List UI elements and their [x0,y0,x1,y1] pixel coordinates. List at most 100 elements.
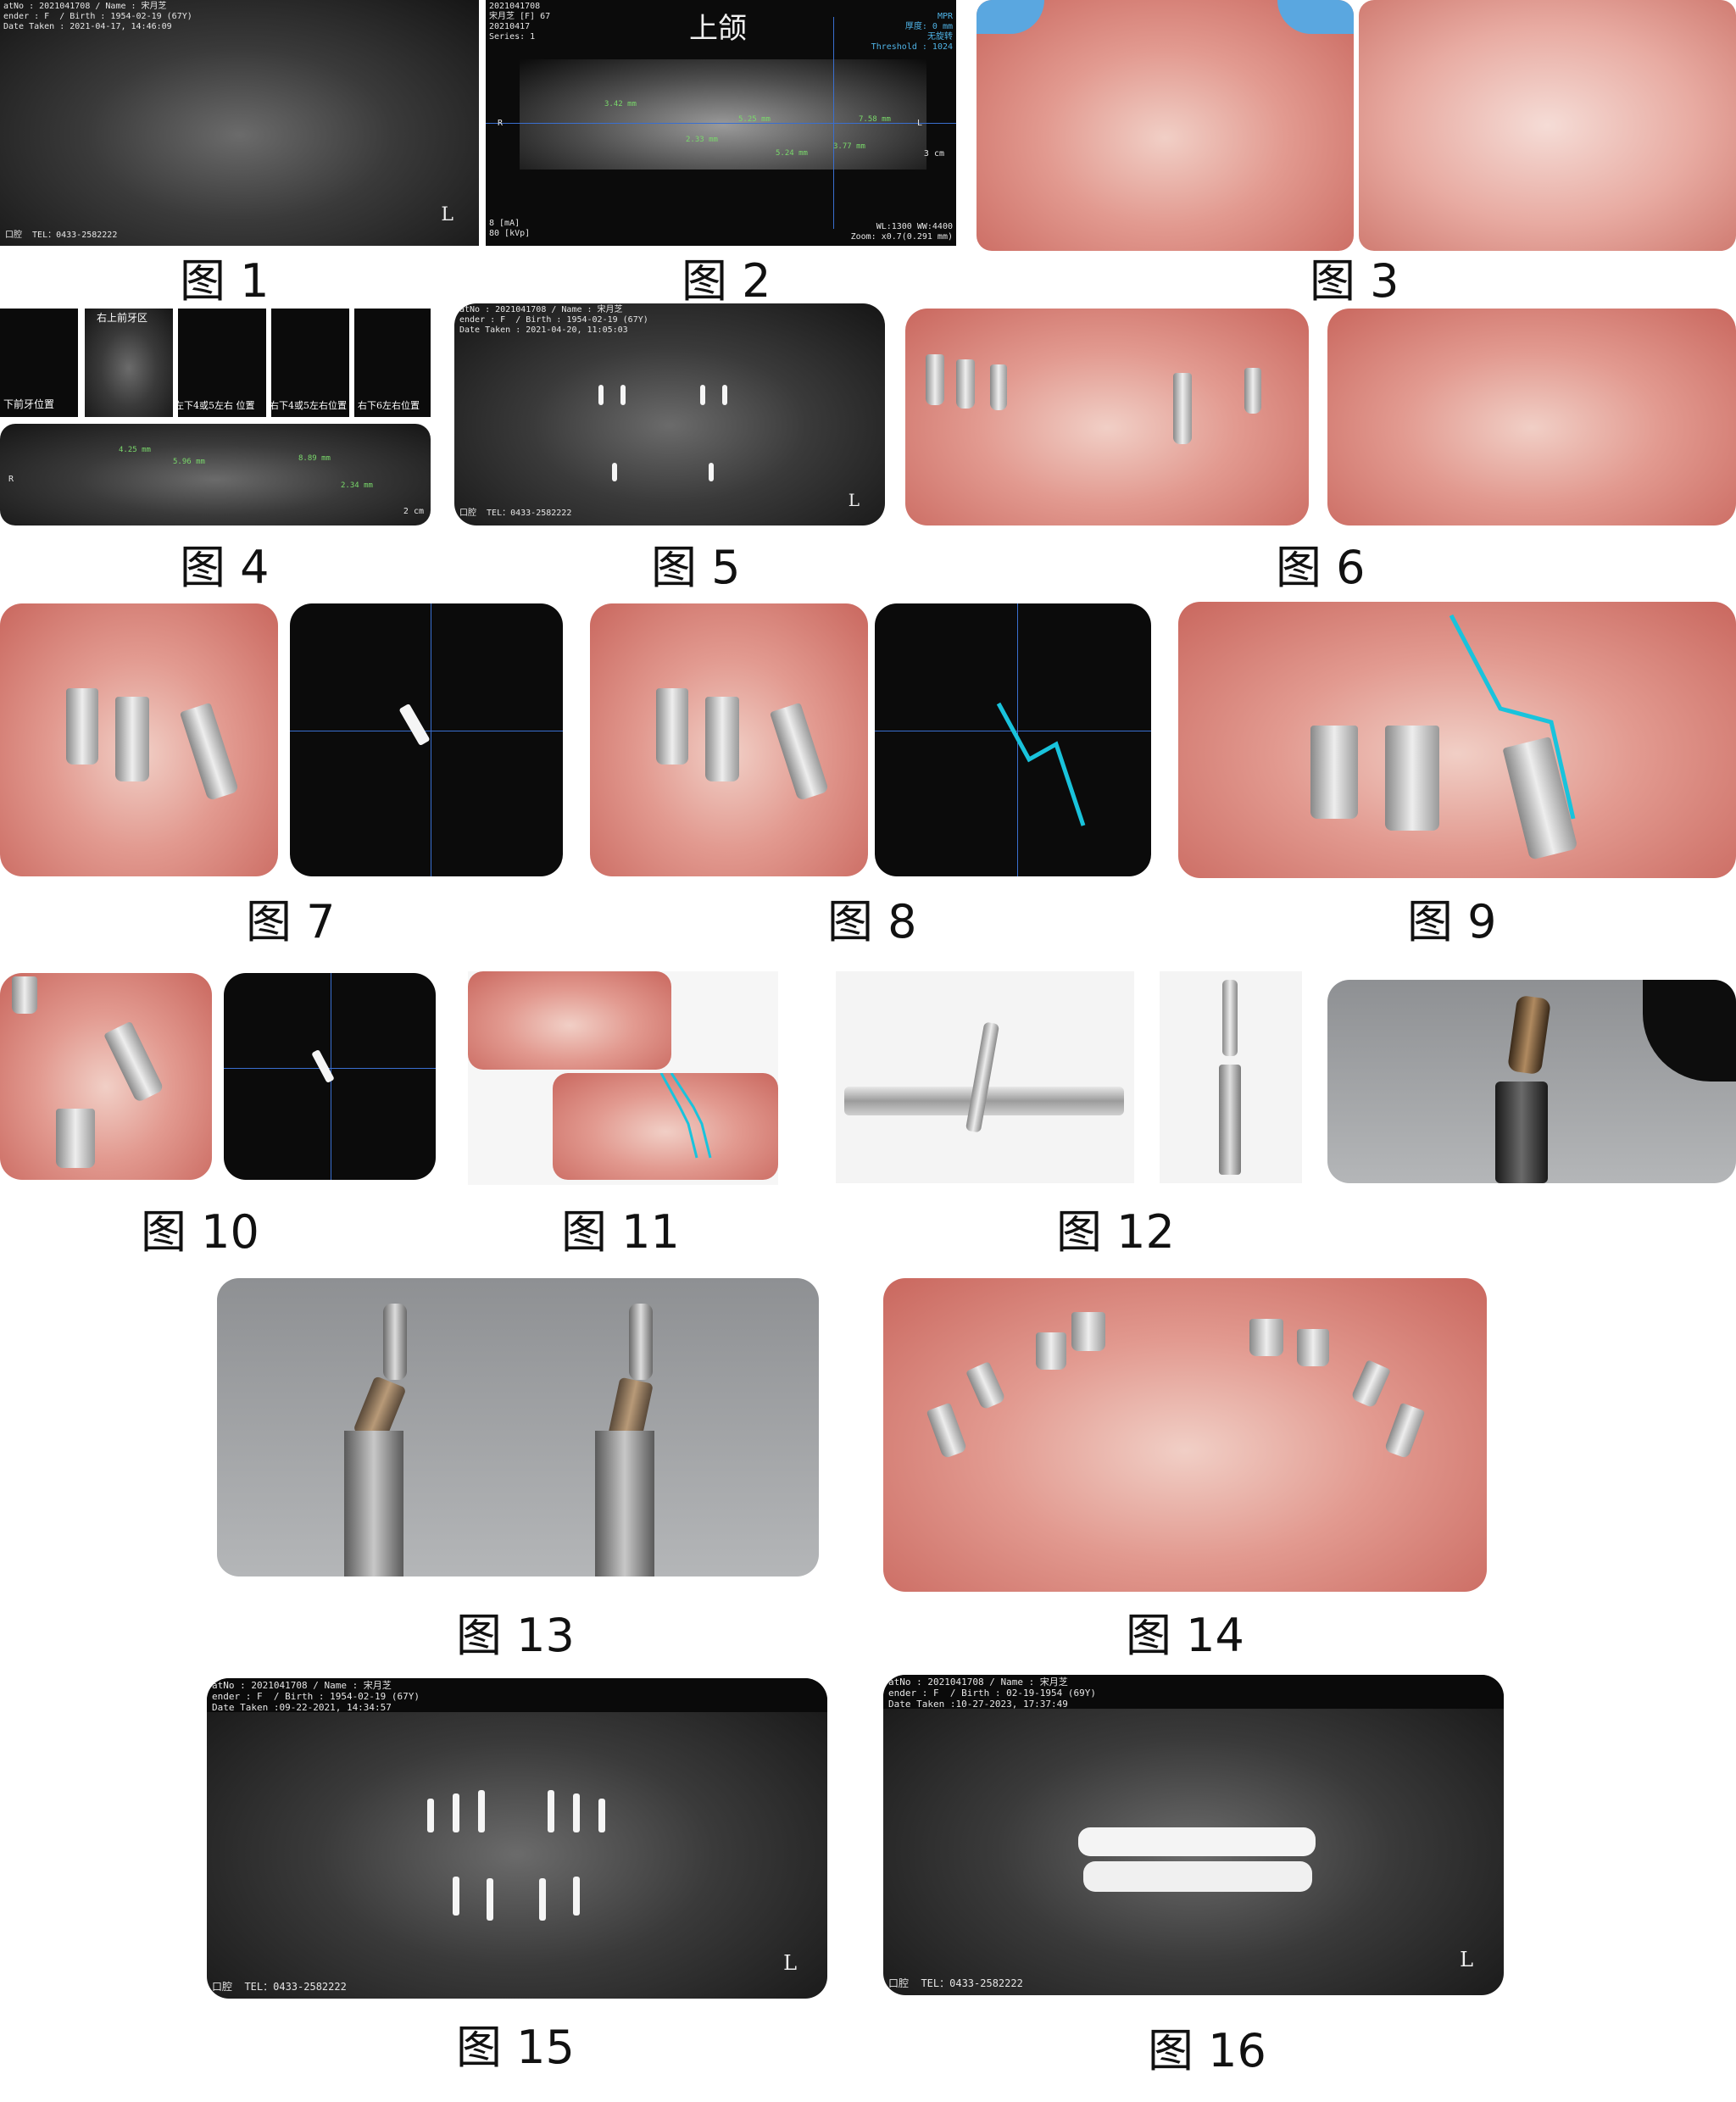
fig15-header-bar [207,1678,827,1712]
fig8-abutment [769,702,830,802]
fig1-footer-text: 口腔 TEL：0433-2582222 [5,231,118,240]
fig5-panoramic-xray: atNo : 2021041708 / Name : 宋月芝 ender : F… [454,303,885,526]
fig2-cbct-maxilla: 2021041708 宋月芝 [F] 67 20210417 Series: 1… [486,0,956,246]
fig16-side-marker: L [1460,1948,1473,1971]
fig15-implant [573,1877,580,1916]
fig9-caption: 图 9 [1407,895,1497,948]
fig2-measure: 7.58 mm [859,115,891,124]
fig12-photo-bending-tool [836,971,1134,1183]
fig2-measure: 2.33 mm [686,136,718,144]
fig5-implant [709,463,714,481]
fig16-lower-prosthesis [1083,1861,1312,1892]
fig11-photo-occlusal [468,971,671,1070]
fig4-cbct-collage: 下前牙位置 右上前牙区 左下4或5左右 位置 右下4或5左右位置 右下6左右位置… [0,309,431,526]
fig15-implant [573,1793,580,1832]
fig12-abutment-head [1506,994,1552,1076]
fig1-side-marker: L [441,204,453,225]
fig4-slice-2 [85,309,173,417]
fig6-photo-abutments-front [905,309,1309,526]
fig3-glove-right [1277,0,1354,34]
fig16-panoramic-xray: atNo : 2021041708 / Name : 宋月芝 ender : F… [883,1675,1504,1995]
fig15-header-text: atNo : 2021041708 / Name : 宋月芝 ender : F… [212,1680,420,1713]
fig10-abutment [103,1020,164,1104]
fig6-abutment [990,364,1007,410]
fig5-implant [700,385,705,405]
fig16-upper-prosthesis [1078,1827,1316,1856]
fig8-abutment [656,688,688,765]
fig2-measure: 3.77 mm [833,142,865,151]
fig1-header-text: atNo : 2021041708 / Name : 宋月芝 ender : F… [3,2,192,31]
fig6-abutment [1244,368,1261,414]
fig2-title: 上颌 [689,12,747,46]
fig12-photo-abutment-closeup [1327,980,1736,1183]
fig13-abutment-left-shaft [344,1431,403,1576]
fig14-abutment [1036,1332,1066,1370]
fig13-photo-abutments-compare [217,1278,819,1576]
fig2-bone-section [520,59,926,170]
fig8-caption: 图 8 [827,895,917,948]
fig14-photo-occlusal-final [883,1278,1487,1592]
fig4-measure: 2.34 mm [341,481,373,490]
fig13-abutment-left-top [383,1304,407,1380]
fig6-caption: 图 6 [1276,541,1366,594]
fig7-abutment [115,697,149,781]
fig4-label: 右上前牙区 [97,312,148,324]
fig13-abutment-right-shaft [595,1431,654,1576]
fig15-panoramic-xray: atNo : 2021041708 / Name : 宋月芝 ender : F… [207,1678,827,1999]
fig8-abutment [705,697,739,781]
fig14-abutment [965,1361,1006,1410]
fig6-abutment [926,354,944,405]
fig10-abutment [56,1109,95,1168]
fig9-abutment [1385,726,1439,831]
fig14-abutment [926,1402,968,1460]
fig13-caption: 图 13 [456,1609,575,1662]
fig14-abutment [1249,1319,1283,1356]
fig5-implant [612,463,617,481]
fig1-caption: 图 1 [180,254,270,308]
fig2-right-top-text: MPR 厚度: 0 mm 无旋转 Threshold : 1024 [871,12,953,52]
fig15-side-marker: L [783,1951,797,1975]
fig7-implant [398,703,431,747]
fig2-crosshair-v [833,17,834,229]
fig7-photo-lateral [0,603,278,876]
fig14-caption: 图 14 [1126,1609,1244,1662]
fig10-instrument [12,976,37,1014]
fig2-measure: 5.25 mm [738,115,771,124]
fig8-photo-lateral [590,603,868,876]
fig15-implant [453,1877,459,1916]
fig16-footer-text: 口腔 TEL：0433-2582222 [888,1977,1023,1989]
fig15-implant [598,1799,605,1832]
fig15-implant [453,1793,459,1832]
fig5-side-marker: L [848,490,860,510]
fig16-caption: 图 16 [1148,2024,1266,2077]
fig4-scale-text: 2 cm [403,507,424,516]
fig15-implant [487,1878,493,1921]
fig12-tool-abutment [965,1021,1000,1133]
fig8-angle-guide-line [996,702,1086,826]
fig12-abutment-top [1222,980,1238,1056]
fig5-caption: 图 5 [651,541,741,594]
fig15-caption: 图 15 [456,2021,575,2074]
fig4-slice-4 [271,309,349,417]
fig4-measure: 4.25 mm [119,446,151,454]
fig4-slice-5 [354,309,431,417]
fig2-side-right: L [916,119,922,128]
fig14-abutment [1071,1312,1105,1351]
fig11-photo-collage [468,971,778,1185]
fig15-implant [478,1790,485,1832]
fig4-slice-1 [0,309,78,417]
fig5-footer-text: 口腔 TEL：0433-2582222 [459,509,572,518]
fig15-footer-text: 口腔 TEL：0433-2582222 [212,1981,347,1993]
fig6-abutment [1173,373,1192,444]
fig13-abutment-right-top [629,1304,653,1380]
fig6-abutment [956,359,975,409]
fig11-photo-front [553,1073,778,1180]
fig15-implant [548,1790,554,1832]
fig4-label: 右下6左右位置 [358,400,420,411]
fig14-abutment [1350,1360,1391,1409]
fig3-caption: 图 3 [1310,254,1399,308]
fig10-photo-bent-abutment [0,973,212,1180]
fig4-side-left: R [8,475,14,484]
fig5-implant [620,385,626,405]
fig2-crosshair-h [486,123,956,124]
